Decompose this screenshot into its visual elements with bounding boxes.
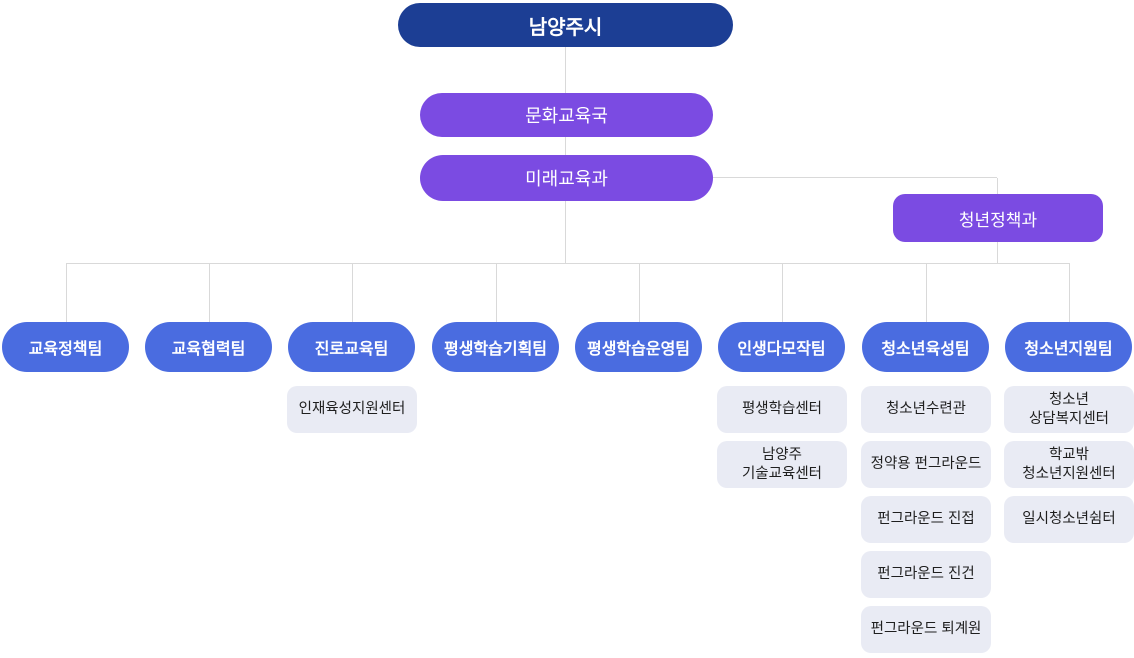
sub-center-box: 펀그라운드 진접: [861, 496, 991, 543]
sub-column-career-education: 인재육성지원센터: [287, 386, 417, 433]
connector-line: [1069, 263, 1070, 322]
sub-center-box: 청소년 상담복지센터: [1004, 386, 1134, 433]
connector-line: [352, 263, 353, 322]
sub-center-box: 정약용 펀그라운드: [861, 441, 991, 488]
sub-column-life-multiplan: 평생학습센터 남양주 기술교육센터: [717, 386, 847, 488]
sub-center-box: 평생학습센터: [717, 386, 847, 433]
connector-line: [496, 263, 497, 322]
connector-line: [926, 263, 927, 322]
team-node-life-multiplan: 인생다모작팀: [718, 322, 845, 372]
sub-center-box: 남양주 기술교육센터: [717, 441, 847, 488]
team-node-lifelong-operation: 평생학습운영팀: [575, 322, 702, 372]
connector-line: [565, 201, 566, 263]
connector-line: [209, 263, 210, 322]
root-node-city: 남양주시: [398, 3, 733, 47]
connector-line: [66, 263, 67, 322]
connector-line: [66, 263, 1069, 264]
connector-line: [713, 177, 997, 178]
team-node-education-policy: 교육정책팀: [2, 322, 129, 372]
sub-column-youth-support: 청소년 상담복지센터 학교밖 청소년지원센터 일시청소년쉼터: [1004, 386, 1134, 543]
connector-line: [782, 263, 783, 322]
connector-line: [997, 242, 998, 263]
connector-line: [639, 263, 640, 322]
team-node-lifelong-planning: 평생학습기획팀: [432, 322, 559, 372]
sub-center-box: 인재육성지원센터: [287, 386, 417, 433]
team-node-education-coop: 교육협력팀: [145, 322, 272, 372]
sub-center-box: 펀그라운드 진건: [861, 551, 991, 598]
bureau-node: 문화교육국: [420, 93, 713, 137]
connector-line: [997, 178, 998, 194]
sub-center-box: 청소년수련관: [861, 386, 991, 433]
team-node-youth-development: 청소년육성팀: [862, 322, 989, 372]
team-node-youth-support: 청소년지원팀: [1005, 322, 1132, 372]
division-node: 미래교육과: [420, 155, 713, 201]
team-node-career-education: 진로교육팀: [288, 322, 415, 372]
sub-center-box: 일시청소년쉼터: [1004, 496, 1134, 543]
connector-line: [565, 137, 566, 155]
sub-column-youth-development: 청소년수련관 정약용 펀그라운드 펀그라운드 진접 펀그라운드 진건 펀그라운드…: [861, 386, 991, 653]
youth-policy-division-node: 청년정책과: [893, 194, 1103, 242]
sub-center-box: 학교밖 청소년지원센터: [1004, 441, 1134, 488]
sub-center-box: 펀그라운드 퇴계원: [861, 606, 991, 653]
connector-line: [565, 47, 566, 93]
